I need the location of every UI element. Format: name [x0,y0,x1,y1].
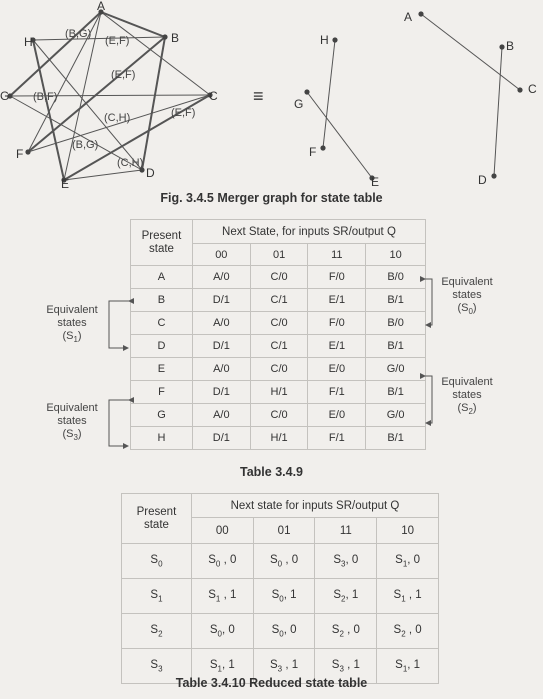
next-state-cell: C/1 [249,288,309,312]
next-state-cell: B/1 [365,288,426,312]
next-state-cell: B/0 [365,311,426,335]
next-state-cell: A/0 [191,311,251,335]
node-label-a: A [97,0,105,13]
next-state-cell: S2 , 0 [376,613,439,649]
next-state-cell: S0, 0 [190,613,254,649]
next-state-cell: S3, 0 [314,543,378,579]
next-state-cell: S0, 1 [252,578,316,614]
edge-label: (B,G) [65,28,91,40]
node-label-h: H [24,35,33,49]
next-state-cell: S3 , 1 [252,648,316,684]
header-input-00: 00 [190,517,254,544]
next-state-cell: S1 , 1 [376,578,439,614]
next-state-cell: E/0 [307,357,367,381]
merger-graph: A B C D E F G H H G F E A B C D (B,G) (E… [0,0,537,190]
next-state-cell: H/1 [249,426,309,450]
next-state-cell: D/1 [191,334,251,358]
next-state-cell: E/1 [307,288,367,312]
table-row: D D/1 C/1 E/1 B/1 [130,334,426,358]
node-label-b: B [171,31,179,45]
equivalence-brackets [108,276,433,449]
header-input-00: 00 [191,243,251,266]
next-state-cell: F/0 [307,311,367,335]
next-state-cell: D/1 [191,380,251,404]
edge-label: (E,F) [105,35,129,47]
next-state-cell: H/1 [249,380,309,404]
header-present-state: Present state [121,493,192,544]
next-state-cell: A/0 [191,403,251,427]
table-row: E A/0 C/0 E/0 G/0 [130,357,426,381]
header-input-10: 10 [376,517,439,544]
node-label-b: B [506,39,514,53]
node-label-g: G [294,97,303,111]
node-label-h: H [320,33,329,47]
state-table: Present state Next State, for inputs SR/… [130,219,427,450]
next-state-cell: E/1 [307,334,367,358]
next-state-cell: C/1 [249,334,309,358]
header-present-state: Present state [130,219,193,266]
state-cell: S1 [121,578,192,614]
table-row: S0 S0 , 0 S0 , 0 S3, 0 S1, 0 [121,543,439,579]
node-label-e: E [61,177,69,190]
edge-label: (B,G) [72,139,98,151]
reduced-table-caption: Table 3.4.10 Reduced state table [175,676,368,690]
header-input-01: 01 [252,517,316,544]
next-state-cell: S2, 1 [314,578,378,614]
next-state-cell: F/1 [307,426,367,450]
next-state-cell: C/0 [249,357,309,381]
node-label-f: F [16,147,23,161]
next-state-cell: S1, 0 [376,543,439,579]
edge-label: (C,H) [104,112,130,124]
edge-label: (C,H) [117,157,143,169]
next-state-cell: S0 , 0 [252,543,316,579]
node-label-c: C [528,82,537,96]
next-state-cell: S0 , 0 [190,543,254,579]
next-state-cell: B/1 [365,380,426,404]
next-state-cell: S0, 0 [252,613,316,649]
table-row: H D/1 H/1 F/1 B/1 [130,426,426,450]
header-next-state: Next State, for inputs SR/output Q [191,219,427,244]
state-cell: D [130,334,193,358]
table-caption: Table 3.4.9 [240,465,303,479]
node-label-d: D [478,173,487,187]
header-input-10: 10 [365,243,426,266]
header-input-11: 11 [314,517,378,544]
state-cell: S0 [121,543,192,579]
next-state-cell: D/1 [191,288,251,312]
node-label-d: D [146,166,155,180]
next-state-cell: S1, 1 [376,648,439,684]
table-row: S3 S1, 1 S3 , 1 S3 , 1 S1, 1 [121,648,439,684]
node-label-c: C [209,89,218,103]
table-row: S1 S1 , 1 S0, 1 S2, 1 S1 , 1 [121,578,439,614]
next-state-cell: D/1 [191,426,251,450]
state-cell: S2 [121,613,192,649]
reduced-state-table: Present state Next state for inputs SR/o… [121,493,440,684]
state-cell: S3 [121,648,192,684]
figure-caption: Fig. 3.4.5 Merger graph for state table [160,191,383,205]
edge-label: (E,F) [111,69,135,81]
node-label-g: G [0,89,9,103]
table-row: B D/1 C/1 E/1 B/1 [130,288,426,312]
header-next-state: Next state for inputs SR/output Q [190,493,440,518]
node-label-e: E [371,175,379,189]
edge-label: (E,F) [171,107,195,119]
table-row: C A/0 C/0 F/0 B/0 [130,311,426,335]
next-state-cell: C/0 [249,403,309,427]
next-state-cell: C/0 [249,311,309,335]
next-state-cell: S2 , 0 [314,613,378,649]
next-state-cell: B/0 [365,265,426,289]
table-row: S2 S0, 0 S0, 0 S2 , 0 S2 , 0 [121,613,439,649]
next-state-cell: S1, 1 [190,648,254,684]
node-label-f: F [309,145,316,159]
equivalence-sign: ≡ [253,86,264,106]
state-cell: H [130,426,193,450]
edge-label: (B,F) [33,91,57,103]
next-state-cell: B/1 [365,426,426,450]
node-label-a: A [404,10,412,24]
next-state-cell: S1 , 1 [190,578,254,614]
